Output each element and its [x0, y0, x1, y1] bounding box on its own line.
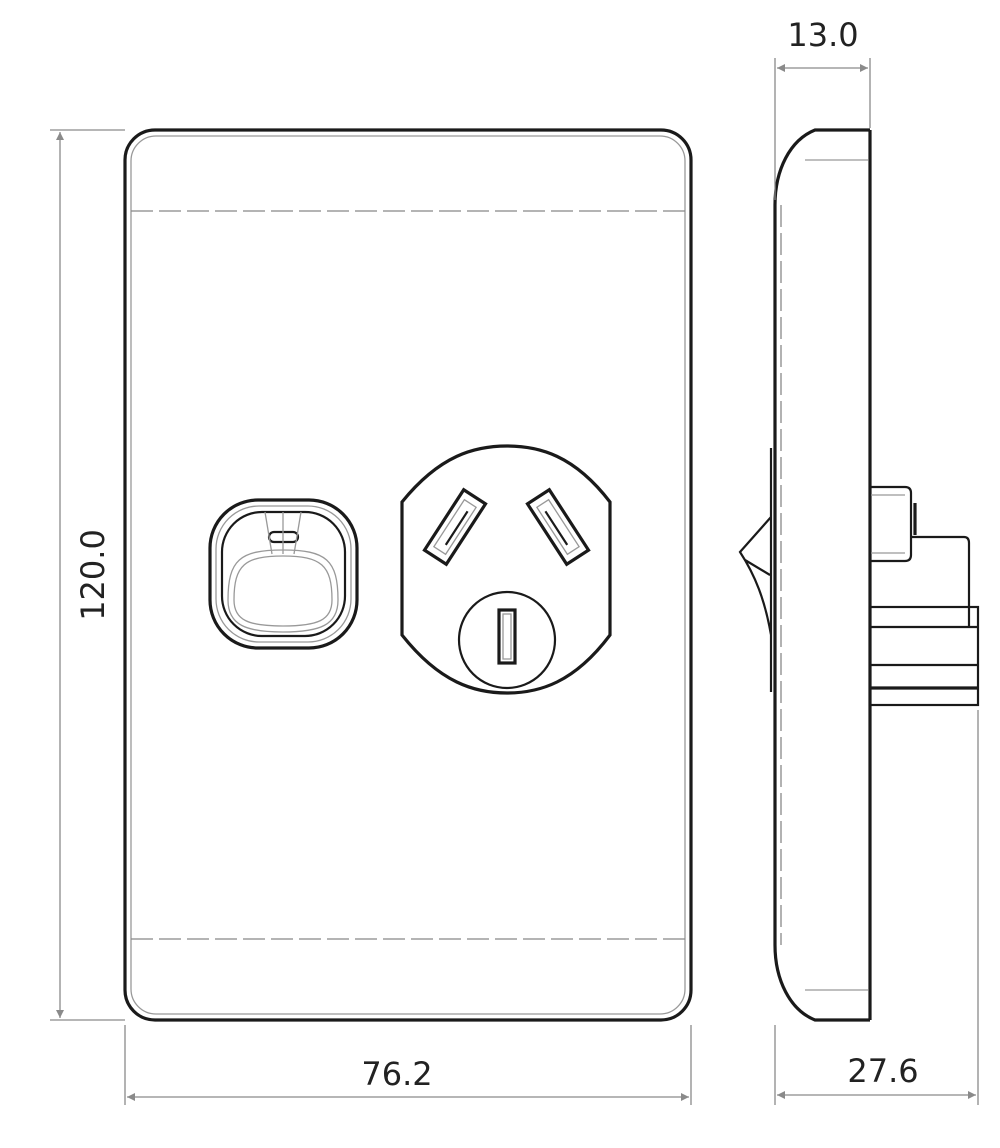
switch-rocker — [208, 498, 359, 650]
side-view — [738, 128, 980, 1022]
plate-inner-edge — [130, 135, 686, 1015]
dimension-height: 120.0 — [50, 129, 125, 1021]
dimension-overall-depth: 27.6 — [774, 710, 979, 1105]
height-label: 120.0 — [74, 529, 112, 621]
mechanism-body — [868, 485, 980, 707]
power-outlet — [400, 444, 612, 695]
dimension-width: 76.2 — [124, 1025, 692, 1105]
dimension-plate-depth: 13.0 — [774, 16, 871, 200]
width-label: 76.2 — [361, 1055, 432, 1093]
earth-pin-shutter — [457, 590, 557, 690]
front-view — [123, 128, 693, 1022]
neutral-pin-slot — [525, 487, 591, 567]
rocker-profile — [738, 448, 773, 692]
plate-profile — [773, 128, 870, 1022]
active-pin-slot — [422, 487, 488, 567]
earth-pin-slot — [497, 608, 517, 665]
overall-depth-label: 27.6 — [847, 1052, 918, 1090]
face-plate — [123, 128, 693, 1022]
plate-depth-label: 13.0 — [787, 16, 858, 54]
